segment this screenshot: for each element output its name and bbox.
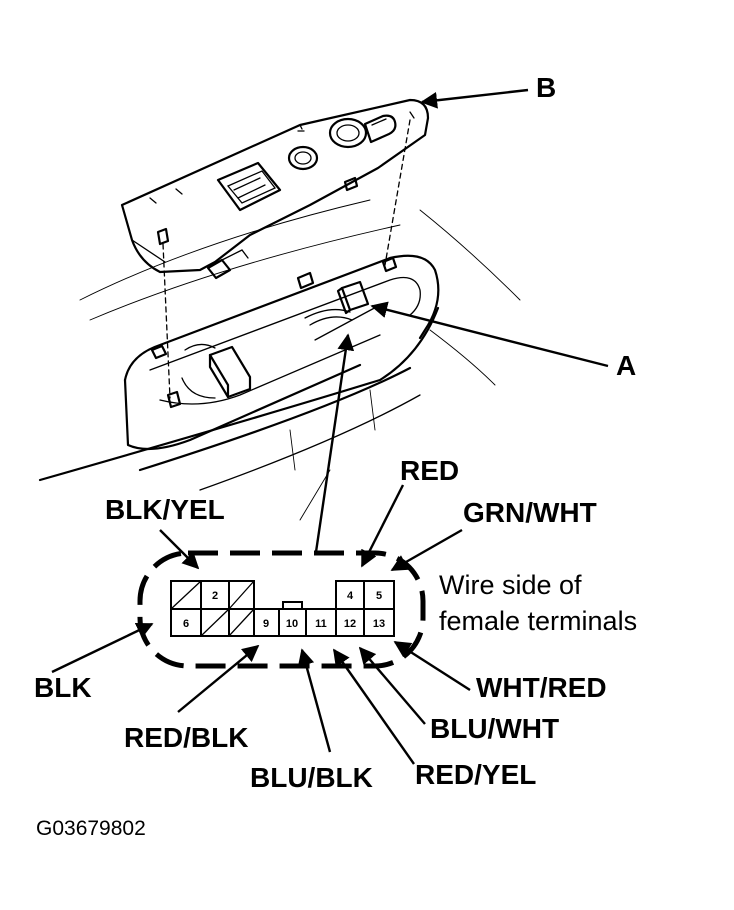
- callout-a: A: [370, 301, 636, 381]
- note-line-2: female terminals: [439, 606, 637, 636]
- figure-code: G03679802: [36, 817, 146, 840]
- door-armrest-illustration: [38, 98, 521, 521]
- connector-note: Wire side of female terminals: [439, 570, 637, 636]
- wire-label-blu-wht: BLU/WHT: [430, 713, 559, 744]
- wire-label-red-blk: RED/BLK: [124, 722, 248, 753]
- wire-label-red-yel: RED/YEL: [415, 759, 536, 790]
- note-line-1: Wire side of: [439, 570, 582, 600]
- pin-2: 2: [212, 590, 218, 602]
- wire-label-grn-wht: GRN/WHT: [463, 497, 597, 528]
- callout-b: B: [420, 72, 556, 109]
- wire-label-blu-blk: BLU/BLK: [250, 762, 373, 793]
- pin-6: 6: [183, 618, 189, 630]
- connector-bottom-row: 9 10 11 12 13: [253, 601, 395, 637]
- wire-label-red: RED: [400, 455, 459, 486]
- pin-10: 10: [286, 618, 298, 630]
- pin-4: 4: [347, 590, 354, 602]
- connector-face: 2 6 9 10 11 12 13 4: [137, 550, 426, 669]
- wire-labels: BLK/YEL RED GRN/WHT BLK WHT/RED RED/BLK …: [34, 455, 607, 793]
- callout-b-label: B: [536, 72, 556, 103]
- wire-label-blk: BLK: [34, 672, 92, 703]
- wire-label-wht-red: WHT/RED: [476, 672, 607, 703]
- pin-5: 5: [376, 590, 382, 602]
- callout-a-label: A: [616, 350, 636, 381]
- wire-label-blk-yel: BLK/YEL: [105, 494, 225, 525]
- wire-leaders: [51, 484, 471, 765]
- connector-left-block: 2 6: [170, 580, 255, 637]
- pin-9: 9: [263, 618, 269, 630]
- pin-11: 11: [315, 618, 327, 630]
- connector-pointer-arrow: [314, 333, 355, 553]
- connector-top-right: 4 5: [335, 580, 395, 610]
- pin-13: 13: [373, 618, 385, 630]
- pin-12: 12: [344, 618, 356, 630]
